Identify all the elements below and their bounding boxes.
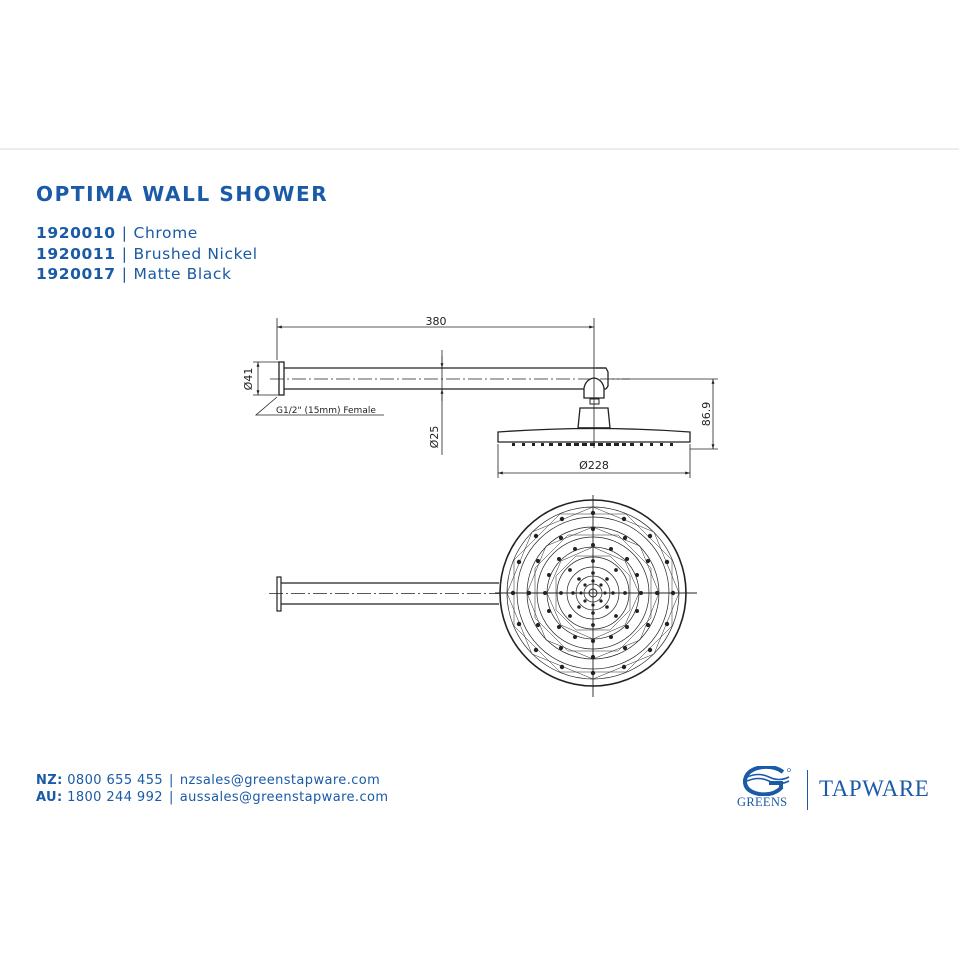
contact-nz-label: NZ: [36,773,63,788]
separator: | [121,244,128,263]
brand-name: GREENS [737,795,788,809]
separator: | [169,773,174,788]
brand-division: TAPWARE [819,776,930,801]
variant-finish: Brushed Nickel [133,244,258,263]
nozzle-row [512,443,673,446]
product-title: OPTIMA WALL SHOWER [36,182,329,206]
contact-nz-email[interactable]: nzsales@greenstapware.com [179,773,381,788]
dim-head-diameter: Ø228 [579,459,609,472]
greens-wave-icon [742,766,791,796]
nozzle-dots [510,510,676,676]
variant-code: 1920017 [36,265,116,283]
connection-note: G1/2" (15mm) Female [276,406,376,416]
contact-nz-phone[interactable]: 0800 655 455 [67,773,164,788]
contact-au-phone[interactable]: 1800 244 992 [67,789,163,805]
contact-au-label: AU: [36,789,63,805]
variant-finish: Matte Black [133,265,232,283]
side-elevation [253,318,718,478]
contact-nz: NZ: 0800 655 455 | nzsales@greenstapware.c… [36,773,388,790]
variant-finish: Chrome [133,224,198,242]
variant-code: 1920011 [36,244,116,263]
separator: | [168,789,174,805]
variant-row: 1920011 | Brushed Nickel [36,244,258,265]
variant-row: 1920017 | Matte Black [36,264,258,285]
separator: | [121,265,128,283]
contact-au-email[interactable]: aussales@greenstapware.com [179,789,389,805]
plan-view [269,495,697,697]
logo-divider [807,770,808,810]
separator: | [121,224,128,242]
variant-code: 1920010 [36,224,116,242]
dim-arm-diameter: Ø25 [428,426,441,449]
dim-head-height: 86.9 [700,402,713,427]
dim-arm-length: 380 [426,315,447,328]
contact-au: AU: 1800 244 992 | aussales@greenstapware.… [36,790,388,807]
variant-row: 1920010 | Chrome [36,223,258,244]
header-divider [0,148,959,150]
greens-tapware-logo: GREENS TAPWARE [735,766,935,812]
contact-info: NZ: 0800 655 455 | nzsales@greenstapware.c… [36,773,388,806]
dim-flange-diameter: Ø41 [242,368,255,391]
variant-list: 1920010 | Chrome 1920011 | Brushed Nickel 19… [36,223,258,285]
